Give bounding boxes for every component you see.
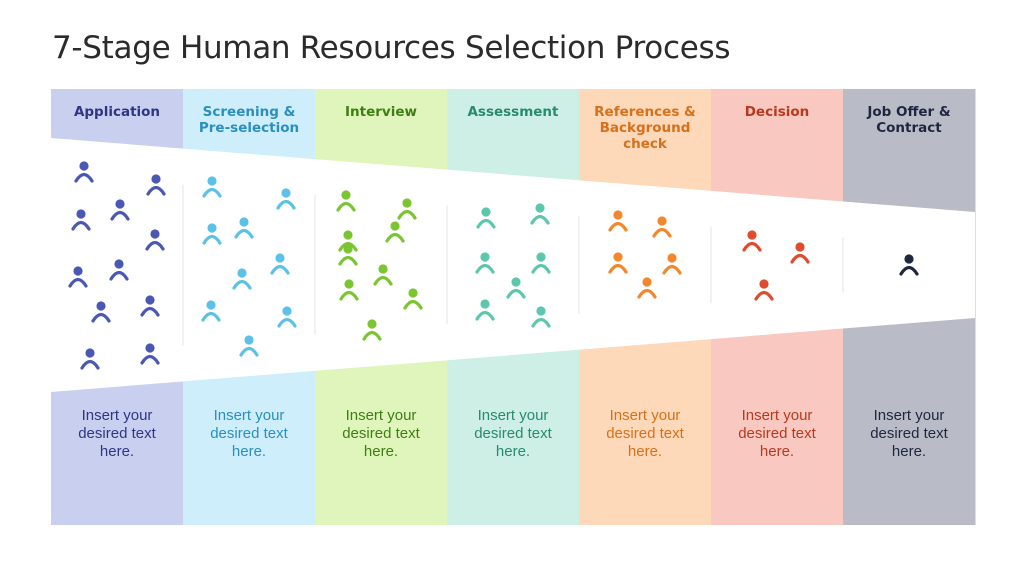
stage-title: References & Background check xyxy=(594,104,696,152)
person-icon xyxy=(109,259,129,281)
person-icon xyxy=(608,210,628,232)
stage-title: Decision xyxy=(744,104,810,120)
person-icon xyxy=(373,264,393,286)
person-icon xyxy=(475,252,495,274)
person-icon xyxy=(339,279,359,301)
person-icon xyxy=(637,277,657,299)
person-icon xyxy=(80,348,100,370)
person-icon xyxy=(652,216,672,238)
person-icon xyxy=(899,254,919,276)
stage-description: Insert your desired text here. xyxy=(78,407,156,460)
stage-description: Insert your desired text here. xyxy=(738,407,816,460)
person-icon xyxy=(338,244,358,266)
person-icon xyxy=(276,188,296,210)
person-icon xyxy=(530,203,550,225)
person-icon xyxy=(662,253,682,275)
person-icon xyxy=(91,301,111,323)
person-icon xyxy=(202,223,222,245)
person-icon xyxy=(277,306,297,328)
stage-description: Insert your desired text here. xyxy=(342,407,420,460)
person-icon xyxy=(754,279,774,301)
person-icon xyxy=(475,299,495,321)
person-icon xyxy=(232,268,252,290)
person-icon xyxy=(362,319,382,341)
stage-description: Insert your desired text here. xyxy=(210,407,288,460)
person-icon xyxy=(506,277,526,299)
stage-title: Assessment xyxy=(467,104,559,120)
person-icon xyxy=(531,252,551,274)
person-icon xyxy=(476,207,496,229)
stage-title: Interview xyxy=(345,104,417,120)
person-icon xyxy=(140,295,160,317)
person-icon xyxy=(338,230,358,252)
person-icon xyxy=(110,199,130,221)
person-icon xyxy=(385,221,405,243)
person-icon xyxy=(68,266,88,288)
stage-title: Screening & Pre-selection xyxy=(198,104,300,136)
slide-title: 7-Stage Human Resources Selection Proces… xyxy=(52,30,731,66)
person-icon xyxy=(531,306,551,328)
stage-description: Insert your desired text here. xyxy=(870,407,948,460)
person-icon xyxy=(608,252,628,274)
person-icon xyxy=(397,198,417,220)
person-icon xyxy=(403,288,423,310)
stage-title: Application xyxy=(73,104,161,120)
stage-description: Insert your desired text here. xyxy=(606,407,684,460)
person-icon xyxy=(234,217,254,239)
stage-title: Job Offer & Contract xyxy=(867,104,951,136)
person-icon xyxy=(742,230,762,252)
person-icon xyxy=(202,176,222,198)
person-icon xyxy=(140,343,160,365)
person-icon xyxy=(336,190,356,212)
stage-dividers xyxy=(182,184,844,346)
person-icon xyxy=(239,335,259,357)
person-icon xyxy=(790,242,810,264)
person-icon xyxy=(146,174,166,196)
stage-description: Insert your desired text here. xyxy=(474,407,552,460)
candidate-icons xyxy=(68,161,919,370)
person-icon xyxy=(71,209,91,231)
person-icon xyxy=(145,229,165,251)
person-icon xyxy=(74,161,94,183)
person-icon xyxy=(201,300,221,322)
person-icon xyxy=(270,253,290,275)
